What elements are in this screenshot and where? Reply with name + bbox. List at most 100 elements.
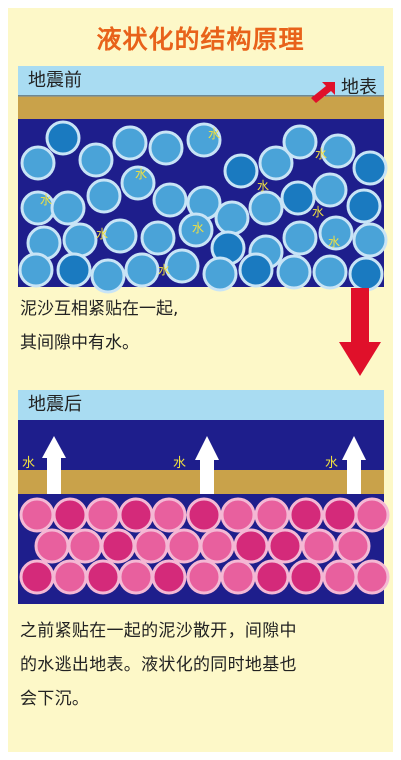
sand-grain [352,222,388,258]
sand-grain [254,559,290,595]
sand-grain [20,145,56,181]
sand-grain [214,200,250,236]
sand-grain [118,497,154,533]
sand-grain [267,528,303,564]
sand-grain [322,497,358,533]
sand-grain [85,559,121,595]
sand-grain [202,256,238,292]
sand-grain [320,133,356,169]
sand-grain [276,254,312,290]
sand-grain [102,218,138,254]
sand-grain [288,497,324,533]
surface-arrow-icon [311,82,335,103]
sand-grain [318,215,354,251]
sand-grain [254,497,290,533]
sand-grain [258,145,294,181]
sand-grain [301,528,337,564]
sand-grain [354,497,390,533]
sand-grain [140,220,176,256]
sand-grain [199,528,235,564]
down-arrow-icon [339,288,381,376]
water-label: 水 [312,205,324,219]
sand-grain [288,559,324,595]
after-grains [19,497,390,595]
water-label: 水 [96,227,108,241]
after-caption: 之前紧贴在一起的泥沙散开，间隙中 的水逃出地表。液状化的同时地基也 会下沉。 [20,614,297,716]
surface-label: 地表 [341,77,377,98]
sand-grain [52,497,88,533]
sand-grain [18,252,54,288]
sand-grain [56,252,92,288]
sand-grain [164,248,200,284]
water-label: 水 [257,179,269,193]
water-label: 水 [135,167,147,181]
before-caption-line: 泥沙互相紧贴在一起, [20,299,179,319]
sand-grain [124,252,160,288]
water-up-arrow-icon [195,436,219,494]
sand-grain [178,212,214,248]
sand-grain [34,528,70,564]
water-label: 水 [315,147,327,161]
water-up-arrow-icon [42,436,66,494]
sand-grain [282,124,318,160]
sand-grain [322,559,358,595]
sand-grain [85,497,121,533]
sand-grain [52,559,88,595]
water-up-arrow-icon [342,436,366,494]
sand-grain [248,190,284,226]
before-water-labels: 水水水水水水水水水水 [40,127,340,277]
sand-grain [19,559,55,595]
water-label: 水 [328,235,340,249]
after-caption-line: 之前紧贴在一起的泥沙散开，间隙中 [20,621,297,641]
sand-grain [90,258,126,294]
before-soil-layer [18,97,384,119]
sand-grain [352,150,388,186]
sand-grain [186,559,222,595]
sand-grain [133,528,169,564]
before-caption: 泥沙互相紧贴在一起, 其间隙中有水。 [20,292,178,360]
sand-grain [186,122,222,158]
after-water-label: 水 [325,456,338,471]
sand-grain [19,497,55,533]
sand-grain [335,528,371,564]
diagram-title: 液状化的结构原理 [96,25,305,54]
sand-grain [100,528,136,564]
sand-grain [186,497,222,533]
water-label: 水 [192,221,204,235]
after-header-label: 地震后 [28,394,82,415]
before-header-label: 地震前 [28,70,82,91]
after-water-label: 水 [22,456,35,471]
sand-grain [233,528,269,564]
diagram-panel: 液状化的结构原理 地震前 地震后 水水水水水水水水水水 地表 [8,8,393,752]
sand-grain [166,528,202,564]
sand-grain [282,220,318,256]
sand-grain [220,497,256,533]
water-label: 水 [158,263,170,277]
sand-grain [62,222,98,258]
sand-grain [280,180,316,216]
diagram-art: 水水水水水水水水水水 地表 水 水 水 [18,77,390,604]
after-water-label: 水 [173,456,186,471]
before-caption-line: 其间隙中有水。 [20,333,139,353]
sand-grain [312,172,348,208]
sand-grain [148,130,184,166]
sand-grain [238,252,274,288]
after-caption-line: 的水逃出地表。液状化的同时地基也 [20,655,297,675]
sand-grain [45,120,81,156]
sand-grain [223,153,259,189]
sand-grain [312,254,348,290]
after-header: 地震后 [18,390,384,420]
water-label: 水 [40,193,52,207]
sand-grain [346,188,382,224]
sand-grain [120,165,156,201]
sand-grain [348,256,384,292]
sand-grain [112,125,148,161]
water-label: 水 [208,127,220,141]
sand-grain [152,182,188,218]
sand-grain [151,559,187,595]
sand-grain [354,559,390,595]
before-grains [18,120,388,294]
sand-grain [151,497,187,533]
sand-grain [78,142,114,178]
sand-grain [50,190,86,226]
